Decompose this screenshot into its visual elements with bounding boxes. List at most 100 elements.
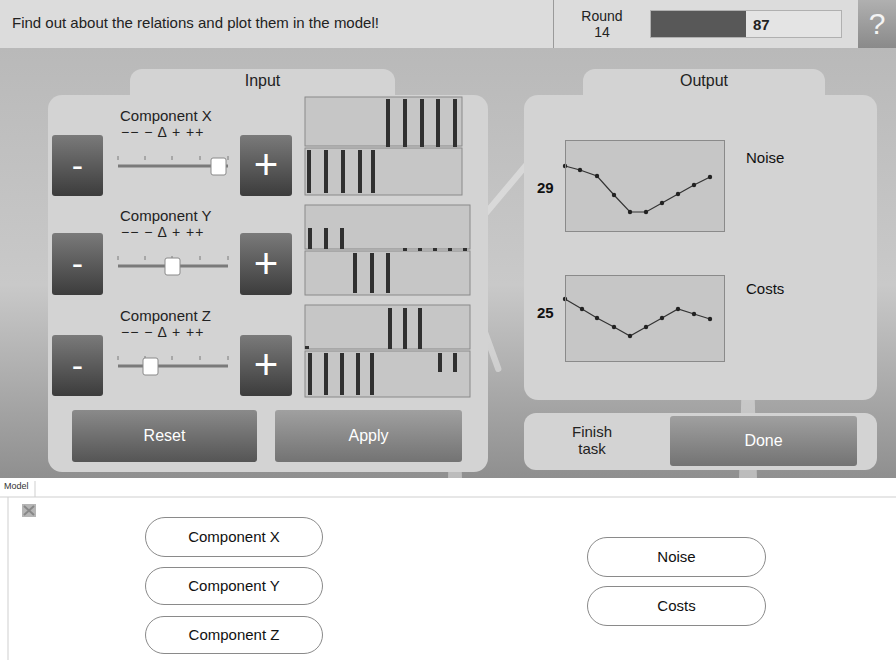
costs-chart: 25Costs <box>565 275 725 362</box>
slider-scale: −− − Δ + ++ <box>121 225 204 240</box>
sliders <box>118 156 228 375</box>
chart-ground <box>565 275 725 362</box>
chart-point <box>628 334 632 338</box>
slider-tick <box>228 356 229 360</box>
minus-button-text: - <box>72 146 83 185</box>
input-bar-charts <box>305 97 470 397</box>
input-bar <box>370 353 374 395</box>
chart-point <box>692 183 696 187</box>
model-variable-text: Noise <box>657 548 695 565</box>
input-bar <box>463 248 467 251</box>
model-area <box>0 478 896 660</box>
help-button: ? <box>858 0 896 48</box>
chart-upper-box <box>305 97 462 146</box>
input-bar <box>403 248 407 251</box>
finish-panel-text: Finish task <box>562 423 622 458</box>
slider-tick <box>200 356 201 360</box>
input-bar <box>438 353 442 372</box>
score-bar: 87 <box>650 10 842 38</box>
input-bar <box>324 150 328 193</box>
chart-point <box>644 210 648 214</box>
model-variable-text: Component Z <box>189 626 280 643</box>
component-label: Component X <box>120 108 212 125</box>
chart-point <box>578 168 582 172</box>
minus-button-text: - <box>72 244 83 283</box>
input-bar <box>308 228 312 249</box>
input-bar <box>403 308 407 349</box>
chart-point <box>660 316 664 320</box>
input-panel <box>48 69 488 472</box>
finish-panel <box>524 413 877 470</box>
instruction-bar: Find out about the relations and plot th… <box>0 0 553 48</box>
chart-point <box>612 193 616 197</box>
top-bar <box>0 0 896 48</box>
input-bar <box>386 253 390 293</box>
chart-point <box>628 210 632 214</box>
reset-button: Reset <box>72 410 257 462</box>
chart-point <box>676 307 680 311</box>
input-bar <box>324 353 328 395</box>
icon-cross <box>24 506 34 515</box>
chart-upper-box <box>305 205 470 249</box>
chart-line <box>565 299 710 336</box>
output-panel <box>524 69 877 400</box>
chart-lower-box <box>305 251 470 295</box>
plus-button: + <box>240 135 292 196</box>
model-variable: Component Y <box>145 567 323 605</box>
chart-lower-box <box>305 351 470 397</box>
chart-point <box>580 307 584 311</box>
input-bar <box>356 353 360 395</box>
chart-ground <box>565 140 725 232</box>
slider-thumb <box>165 258 180 275</box>
input-bar <box>420 99 424 147</box>
slider-tick <box>118 156 119 160</box>
output-panel-text: Output <box>583 72 825 90</box>
apply-button: Apply <box>275 410 462 462</box>
instruction-bar-text: Find out about the relations and plot th… <box>12 14 379 31</box>
input-panel-text: Input <box>130 72 395 90</box>
model-variable: Costs <box>587 586 766 626</box>
icon-square <box>22 504 36 517</box>
input-bar <box>453 99 457 147</box>
slider-tick <box>200 256 201 260</box>
minus-button: - <box>52 335 103 396</box>
done-button: Done <box>670 416 857 466</box>
plus-button-text: + <box>254 141 279 189</box>
plus-button: + <box>240 335 292 396</box>
costs-chart-text: Costs <box>746 280 784 297</box>
slider-scale: −− − Δ + ++ <box>121 125 204 140</box>
model-header-line <box>0 497 896 498</box>
done-button-text: Done <box>744 432 782 450</box>
input-bar <box>324 228 328 249</box>
score-bar-text: 87 <box>753 16 770 33</box>
input-bar <box>436 99 440 147</box>
noise-chart-text: Noise <box>746 149 784 166</box>
input-bar <box>353 253 357 293</box>
chart-point <box>676 192 680 196</box>
input-bar <box>433 248 437 251</box>
plus-button-text: + <box>254 240 279 288</box>
chart-upper-box <box>305 305 470 349</box>
model-left-edge <box>8 497 9 660</box>
noise-chart-text: 29 <box>537 179 554 196</box>
slider-tick <box>172 156 173 160</box>
plus-button-text: + <box>254 341 279 389</box>
input-bar <box>388 308 392 349</box>
minus-button-text: - <box>72 346 83 385</box>
minus-button: - <box>52 233 103 295</box>
input-bar <box>308 353 312 395</box>
chart-point <box>708 175 712 179</box>
round-counter-text: 14 <box>594 24 610 40</box>
slider-thumb <box>211 158 226 175</box>
input-bar <box>358 150 362 193</box>
input-bar <box>341 150 345 193</box>
model-variable-text: Component Y <box>188 577 279 594</box>
slider-tick <box>228 256 229 260</box>
slider-tick <box>145 256 146 260</box>
input-bar <box>340 353 344 395</box>
reset-button-text: Reset <box>144 427 186 445</box>
input-bar <box>418 248 422 251</box>
round-counter: Round14 <box>553 0 650 48</box>
